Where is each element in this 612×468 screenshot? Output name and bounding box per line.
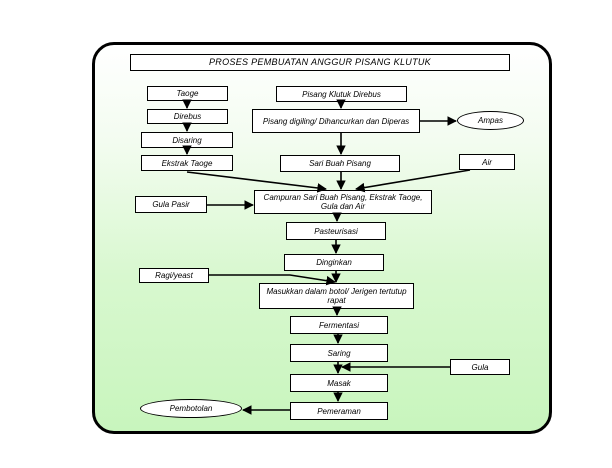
node-masak: Masak	[290, 374, 388, 392]
node-gula: Gula	[450, 359, 510, 375]
node-saring: Saring	[290, 344, 388, 362]
arrow-air-campuran	[355, 169, 471, 193]
node-pembotolan: Pembotolan	[140, 399, 242, 418]
node-campuran: Campuran Sari Buah Pisang, Ekstrak Taoge…	[254, 190, 432, 214]
arrow-ragi-masukkan	[209, 274, 336, 286]
node-ragi-yeast: Ragi/yeast	[139, 268, 209, 283]
node-ampas: Ampas	[457, 111, 524, 130]
arrow-ekstrak-campuran	[186, 171, 327, 193]
node-dinginkan: Dinginkan	[284, 254, 384, 271]
diagram-title: PROSES PEMBUATAN ANGGUR PISANG KLUTUK	[130, 54, 510, 71]
node-air: Air	[459, 154, 515, 170]
node-pisang-digiling: Pisang digiling/ Dihancurkan dan Diperas	[252, 109, 420, 133]
node-sari-buah: Sari Buah Pisang	[280, 155, 400, 172]
node-ekstrak-taoge: Ekstrak Taoge	[141, 155, 233, 171]
node-pasteurisasi: Pasteurisasi	[286, 222, 386, 240]
node-pemeraman: Pemeraman	[290, 402, 388, 420]
node-gula-pasir: Gula Pasir	[135, 196, 207, 213]
node-fermentasi: Fermentasi	[290, 316, 388, 334]
node-masukkan: Masukkan dalam botol/ Jerigen tertutup r…	[259, 283, 414, 309]
